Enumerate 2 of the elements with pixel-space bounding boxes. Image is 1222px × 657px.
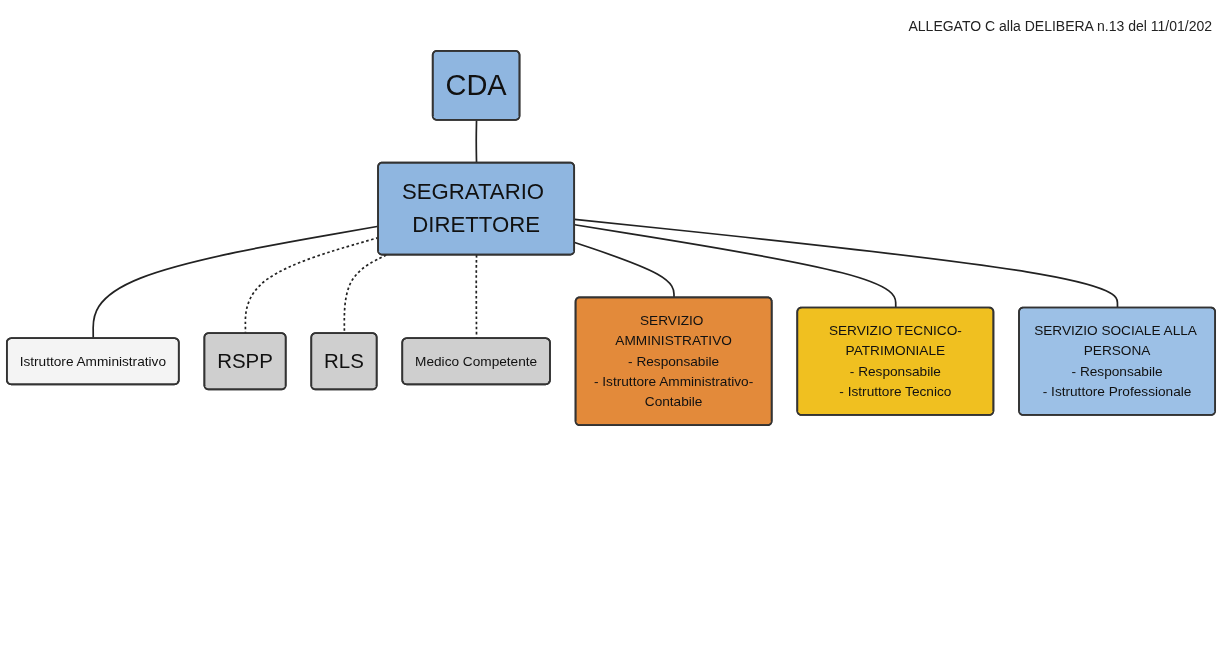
document-reference-note: ALLEGATO C alla DELIBERA n.13 del 11/01/202 bbox=[908, 18, 1212, 34]
connector bbox=[475, 119, 478, 164]
